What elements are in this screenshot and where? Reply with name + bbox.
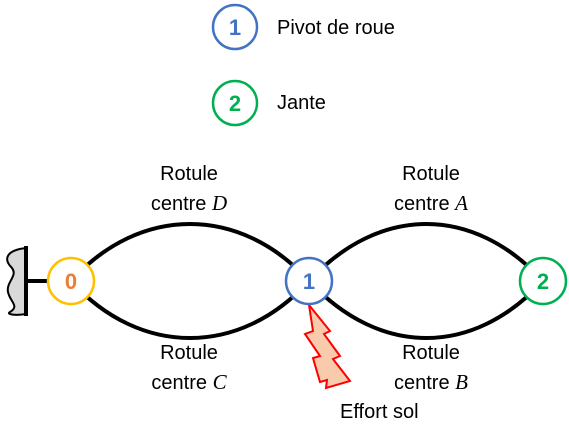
link-label-A: Rotule centre A (394, 163, 468, 215)
node-number-1: 1 (303, 269, 315, 294)
links (69, 222, 545, 340)
legend: 1 Pivot de roue 2 Jante (211, 3, 395, 127)
node-2: 2 (518, 256, 568, 306)
link-label-A-prefix: centre (394, 193, 455, 215)
link-arc-B (307, 279, 545, 340)
node-number-2: 2 (537, 269, 549, 294)
link-arc-D (69, 222, 311, 283)
lightning-icon (303, 301, 352, 390)
link-label-A-line2: centre A (394, 191, 468, 215)
legend-number-1: 1 (229, 15, 241, 40)
link-label-C-center: C (213, 370, 228, 394)
link-label-D-center: D (211, 191, 227, 215)
link-label-C-line1: Rotule (160, 342, 218, 364)
link-label-B-center: B (455, 370, 468, 394)
node-1: 1 (284, 256, 334, 306)
link-label-D-line1: Rotule (160, 163, 218, 185)
ground-symbol (6, 246, 48, 316)
node-number-0: 0 (65, 269, 77, 294)
link-label-B-line2: centre B (394, 370, 468, 394)
link-label-D-prefix: centre (151, 193, 212, 215)
legend-number-2: 2 (229, 91, 241, 116)
legend-item-pivot: 1 Pivot de roue (211, 3, 395, 51)
link-label-C-line2: centre C (151, 370, 227, 394)
link-label-C-prefix: centre (151, 372, 212, 394)
legend-item-jante: 2 Jante (211, 79, 326, 127)
link-label-D-line2: centre D (151, 191, 227, 215)
link-label-B-prefix: centre (394, 372, 455, 394)
link-label-B: Rotule centre B (394, 342, 468, 394)
link-arc-A (307, 222, 545, 283)
link-label-D: Rotule centre D (151, 163, 227, 215)
node-circle-1 (284, 256, 334, 306)
link-label-A-line1: Rotule (402, 163, 460, 185)
node-circle-0 (46, 256, 96, 306)
link-label-C: Rotule centre C (151, 342, 227, 394)
force-symbol: Effort sol (303, 301, 419, 423)
ground-hatch-shape (6, 246, 27, 316)
link-label-B-line1: Rotule (402, 342, 460, 364)
link-arc-C (69, 279, 311, 340)
link-label-A-center: A (453, 191, 468, 215)
legend-label-jante: Jante (277, 92, 326, 114)
legend-circle-1 (211, 3, 259, 51)
node-circle-2 (518, 256, 568, 306)
force-label: Effort sol (340, 401, 419, 423)
legend-circle-2 (211, 79, 259, 127)
legend-label-pivot: Pivot de roue (277, 17, 395, 39)
node-0: 0 (46, 256, 96, 306)
